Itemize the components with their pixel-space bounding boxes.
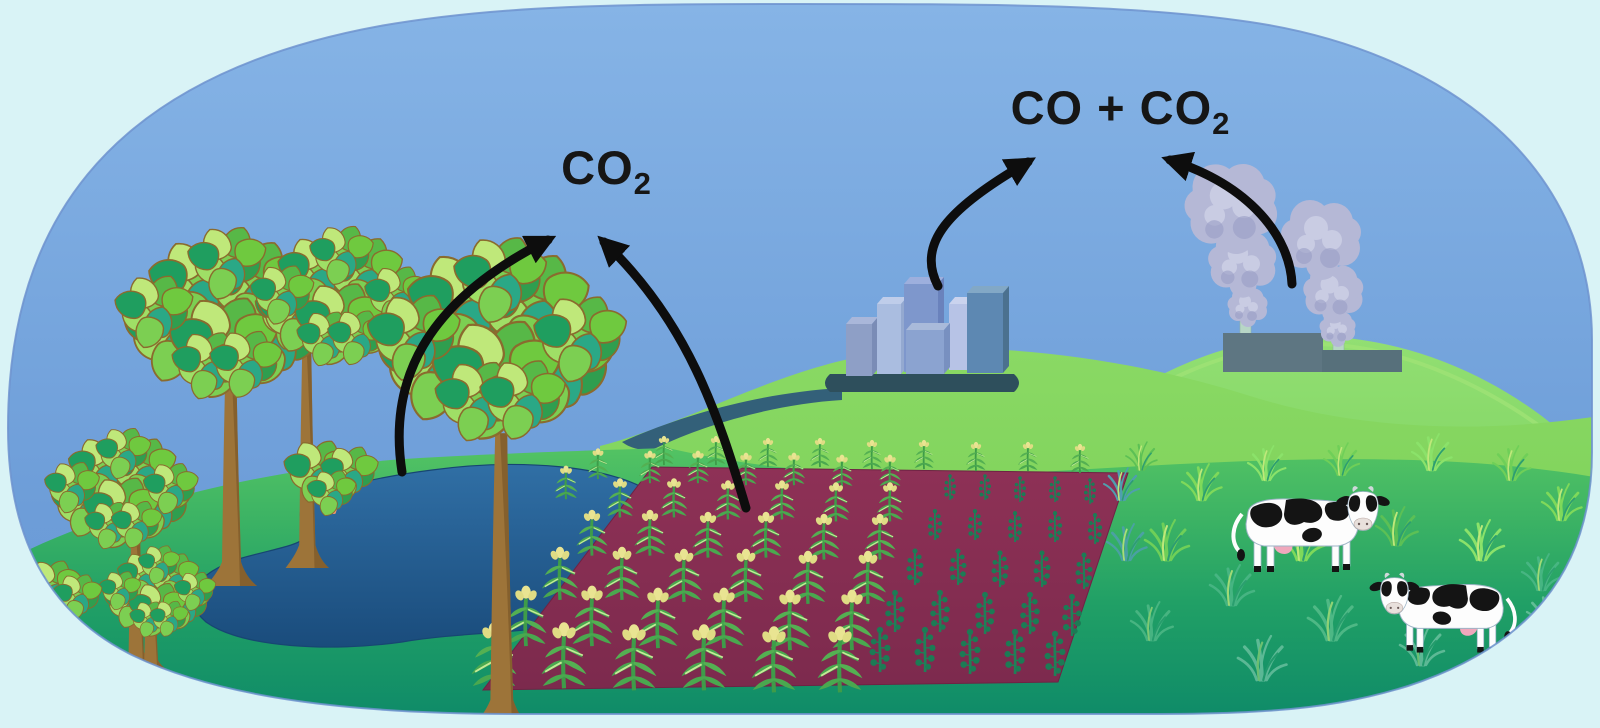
emission-arrow-from-city	[926, 157, 1036, 291]
co2-subscript: 2	[633, 166, 651, 201]
city-buildings	[846, 277, 1009, 376]
co2-emission-label: CO2	[536, 140, 676, 202]
city-road	[622, 374, 1019, 450]
co2-arrow-from-field	[597, 235, 751, 513]
co-co2-subscript: 2	[1212, 106, 1230, 141]
co2-arrow-from-forest-pond	[394, 235, 557, 477]
co-co2-formula-text: CO + CO	[1010, 81, 1213, 134]
co-co2-emission-label: CO + CO2	[1000, 80, 1240, 142]
co2-formula-text: CO	[561, 141, 634, 194]
emission-arrows	[394, 151, 1297, 513]
crop-field	[472, 435, 1129, 692]
dome-border	[6, 2, 1593, 716]
emission-arrow-from-factory	[1161, 151, 1297, 289]
